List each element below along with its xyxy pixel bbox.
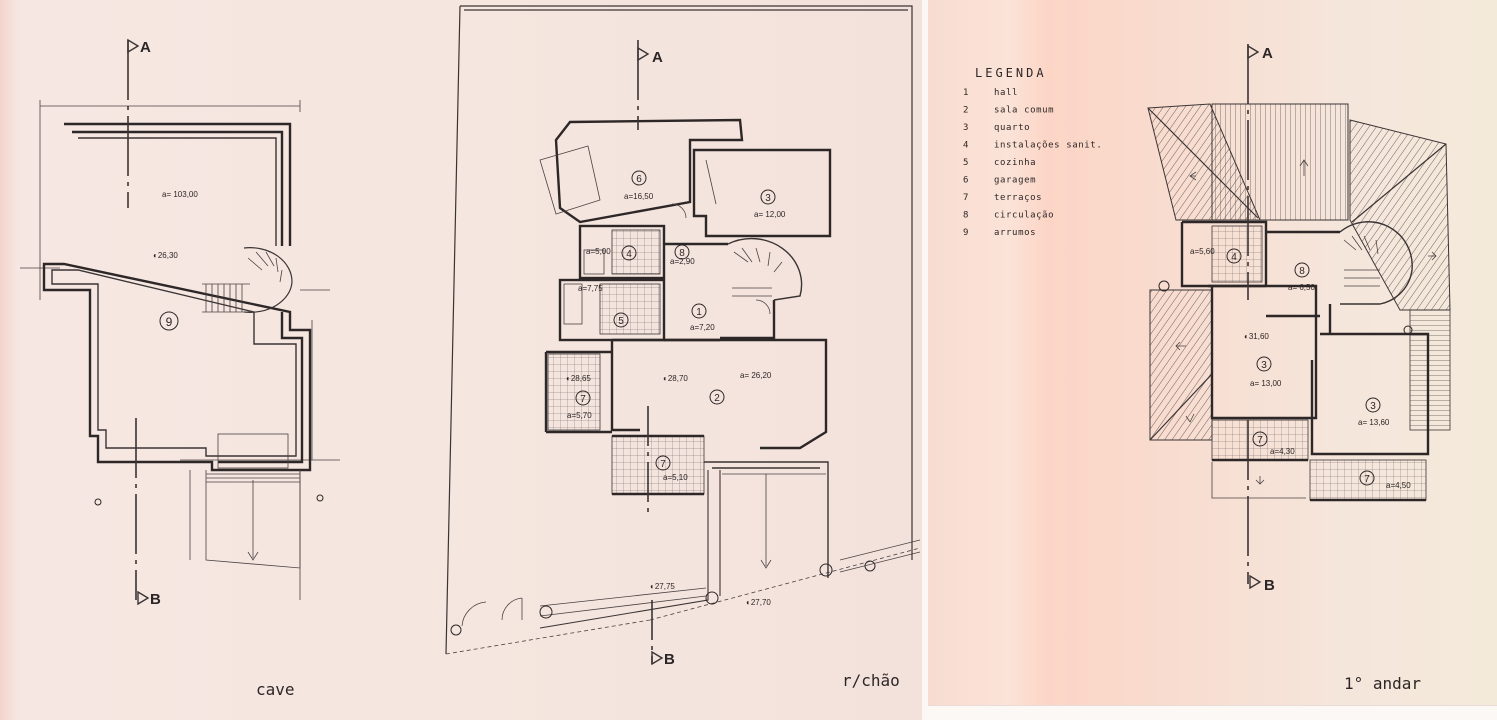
rchao-room-4-area: a=5,00 [586,247,611,256]
primeiro-room-7b-area: a=4,50 [1386,481,1411,490]
legend: LEGENDA 1 hall 2 sala comum 3 quarto 4 instalaç… [963,66,1102,238]
plan-rchao: A B 6 a=16,50 3 a= 12,00 4 a=5,00 8 a=2,… [445,5,921,690]
rchao-room-7b-area: a=5,10 [663,473,688,482]
rchao-room-2-area: a= 26,20 [740,371,772,380]
legend-item-number: 3 [963,123,968,133]
rchao-section-a-label: A [652,49,663,66]
primeiro-room-4-area: a=5,60 [1190,247,1215,256]
legend-item-label: quarto [994,123,1030,133]
primeiro-room-7a-number: 7 [1257,435,1263,446]
sheet-bottom-strip [928,705,1497,720]
rchao-room-1-area: a=7,20 [690,323,715,332]
primeiro-room-3a-number: 3 [1261,360,1267,371]
legend-item-number: 9 [963,228,968,238]
rchao-section-b-label: B [664,651,675,668]
cave-section-a-label: A [140,39,151,56]
legend-item-number: 1 [963,88,968,98]
legend-item-label: sala comum [994,106,1054,116]
legend-item-label: garagem [994,176,1036,186]
rchao-room-6-area: a=16,50 [624,192,654,201]
primeiro-room-7a-area: a=4,30 [1270,447,1295,456]
cave-room-9-number: 9 [166,315,173,329]
cave-section-b-label: B [150,591,161,608]
legend-item-number: 2 [963,106,968,116]
rchao-level-2: ◐28,70 [663,374,688,383]
legend-item-number: 5 [963,158,968,168]
legend-items: 1 hall 2 sala comum 3 quarto 4 instalações sani… [963,88,1102,238]
rchao-level-3: ◐27,75 [650,582,675,591]
rchao-room-3-area: a= 12,00 [754,210,786,219]
sheet-left [0,0,922,720]
legend-item-label: instalações sanit. [994,141,1102,151]
primeiro-room-3b-area: a= 13,60 [1358,418,1390,427]
primeiro-title: 1° andar [1344,674,1421,693]
legend-item-label: cozinha [994,158,1036,168]
cave-room-9-area: a= 103,00 [162,190,198,199]
rchao-room-8-number: 8 [679,248,685,259]
plan-primeiro: A B 4 a=5,60 8 a= 6,50 ◐31,60 3 a= 13,00… [1147,44,1451,693]
primeiro-section-a-label: A [1262,45,1273,62]
rchao-room-4-number: 4 [626,249,632,260]
rchao-room-3-number: 3 [765,193,771,204]
rchao-title: r/chão [842,671,900,690]
legend-item-label: arrumos [994,228,1036,238]
primeiro-room-8-number: 8 [1299,266,1305,277]
primeiro-room-4-number: 4 [1231,252,1237,263]
primeiro-level: ◐31,60 [1244,332,1269,341]
rchao-room-5-number: 5 [618,316,624,327]
legend-item-label: circulação [994,211,1054,221]
rchao-room-7a-area: a=5,70 [567,411,592,420]
rchao-room-7a-number: 7 [580,394,586,405]
primeiro-room-7b-number: 7 [1364,474,1370,485]
cave-title: cave [256,680,295,699]
legend-item-number: 6 [963,176,968,186]
legend-item-label: hall [994,88,1018,98]
primeiro-room-8-area: a= 6,50 [1288,283,1315,292]
primeiro-room-3b-number: 3 [1370,401,1376,412]
rchao-room-1-number: 1 [696,307,702,318]
rchao-level-4: ◐27,70 [746,598,771,607]
rchao-room-6-number: 6 [636,174,642,185]
legend-item-number: 8 [963,211,968,221]
primeiro-room-3a-area: a= 13,00 [1250,379,1282,388]
plan-cave: A B a= 103,00 ◐26,30 9 cave [20,38,340,699]
cave-level: ◐26,30 [153,251,178,260]
primeiro-section-b-label: B [1264,577,1275,594]
legend-item-number: 7 [963,193,968,203]
rchao-room-8-area: a=2,90 [670,257,695,266]
legend-item-label: terraços [994,193,1042,203]
legend-title: LEGENDA [975,66,1047,80]
rchao-room-2-number: 2 [714,393,720,404]
rchao-level-1: ◐28,65 [566,374,591,383]
sheet-gap [922,0,928,720]
rchao-room-5-area: a=7,75 [578,284,603,293]
legend-item-number: 4 [963,141,968,151]
rchao-room-7b-number: 7 [660,459,666,470]
